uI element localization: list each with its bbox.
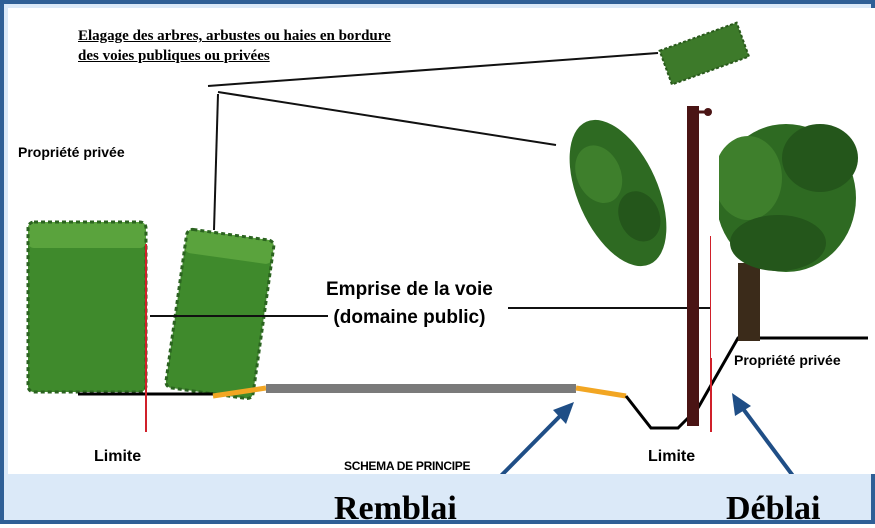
road-label-line-2: (domaine public)	[333, 307, 486, 328]
trimmed-hedge-top	[658, 21, 751, 86]
label-private-right: Propriété privée	[734, 352, 841, 368]
diagram-scene: Elagage des arbres, arbustes ou haies en…	[8, 8, 875, 474]
shoulder-right	[575, 385, 627, 399]
leader-line-left-hedge	[213, 93, 219, 231]
diagram-drawing	[26, 21, 868, 474]
arrows	[499, 393, 795, 474]
label-private-left: Propriété privée	[18, 144, 125, 160]
label-schema: SCHEMA DE PRINCIPE	[344, 459, 471, 473]
title-line-1: Elagage des arbres, arbustes ou haies en…	[78, 28, 391, 44]
embankment	[696, 336, 868, 409]
label-limit-left: Limite	[94, 448, 142, 465]
hedge-left-trimmed	[164, 227, 276, 401]
leader-line-top-hedge	[207, 52, 659, 87]
shoulder-left	[212, 385, 267, 399]
label-limit-right: Limite	[648, 448, 696, 465]
tree-branch-trimmed	[569, 119, 667, 267]
arrow-remblai-head	[553, 402, 574, 424]
arrow-deblai	[736, 400, 795, 474]
arrow-deblai-head	[732, 393, 751, 416]
label-remblai: Remblai	[334, 490, 457, 527]
label-deblai: Déblai	[726, 490, 821, 527]
hedge-left	[26, 220, 148, 394]
road-label-line-1: Emprise de la voie	[326, 279, 493, 300]
road-surface	[266, 384, 576, 393]
leader-lines	[207, 52, 659, 231]
pole	[687, 106, 712, 426]
label-road-emprise: Emprise de la voie (domaine public)	[326, 276, 493, 332]
leader-line-tree	[217, 91, 557, 146]
diagram-title: Elagage des arbres, arbustes ou haies en…	[78, 26, 391, 66]
title-line-2: des voies publiques ou privées	[78, 48, 270, 64]
arrow-remblai	[499, 408, 568, 474]
tree-right	[711, 124, 858, 358]
